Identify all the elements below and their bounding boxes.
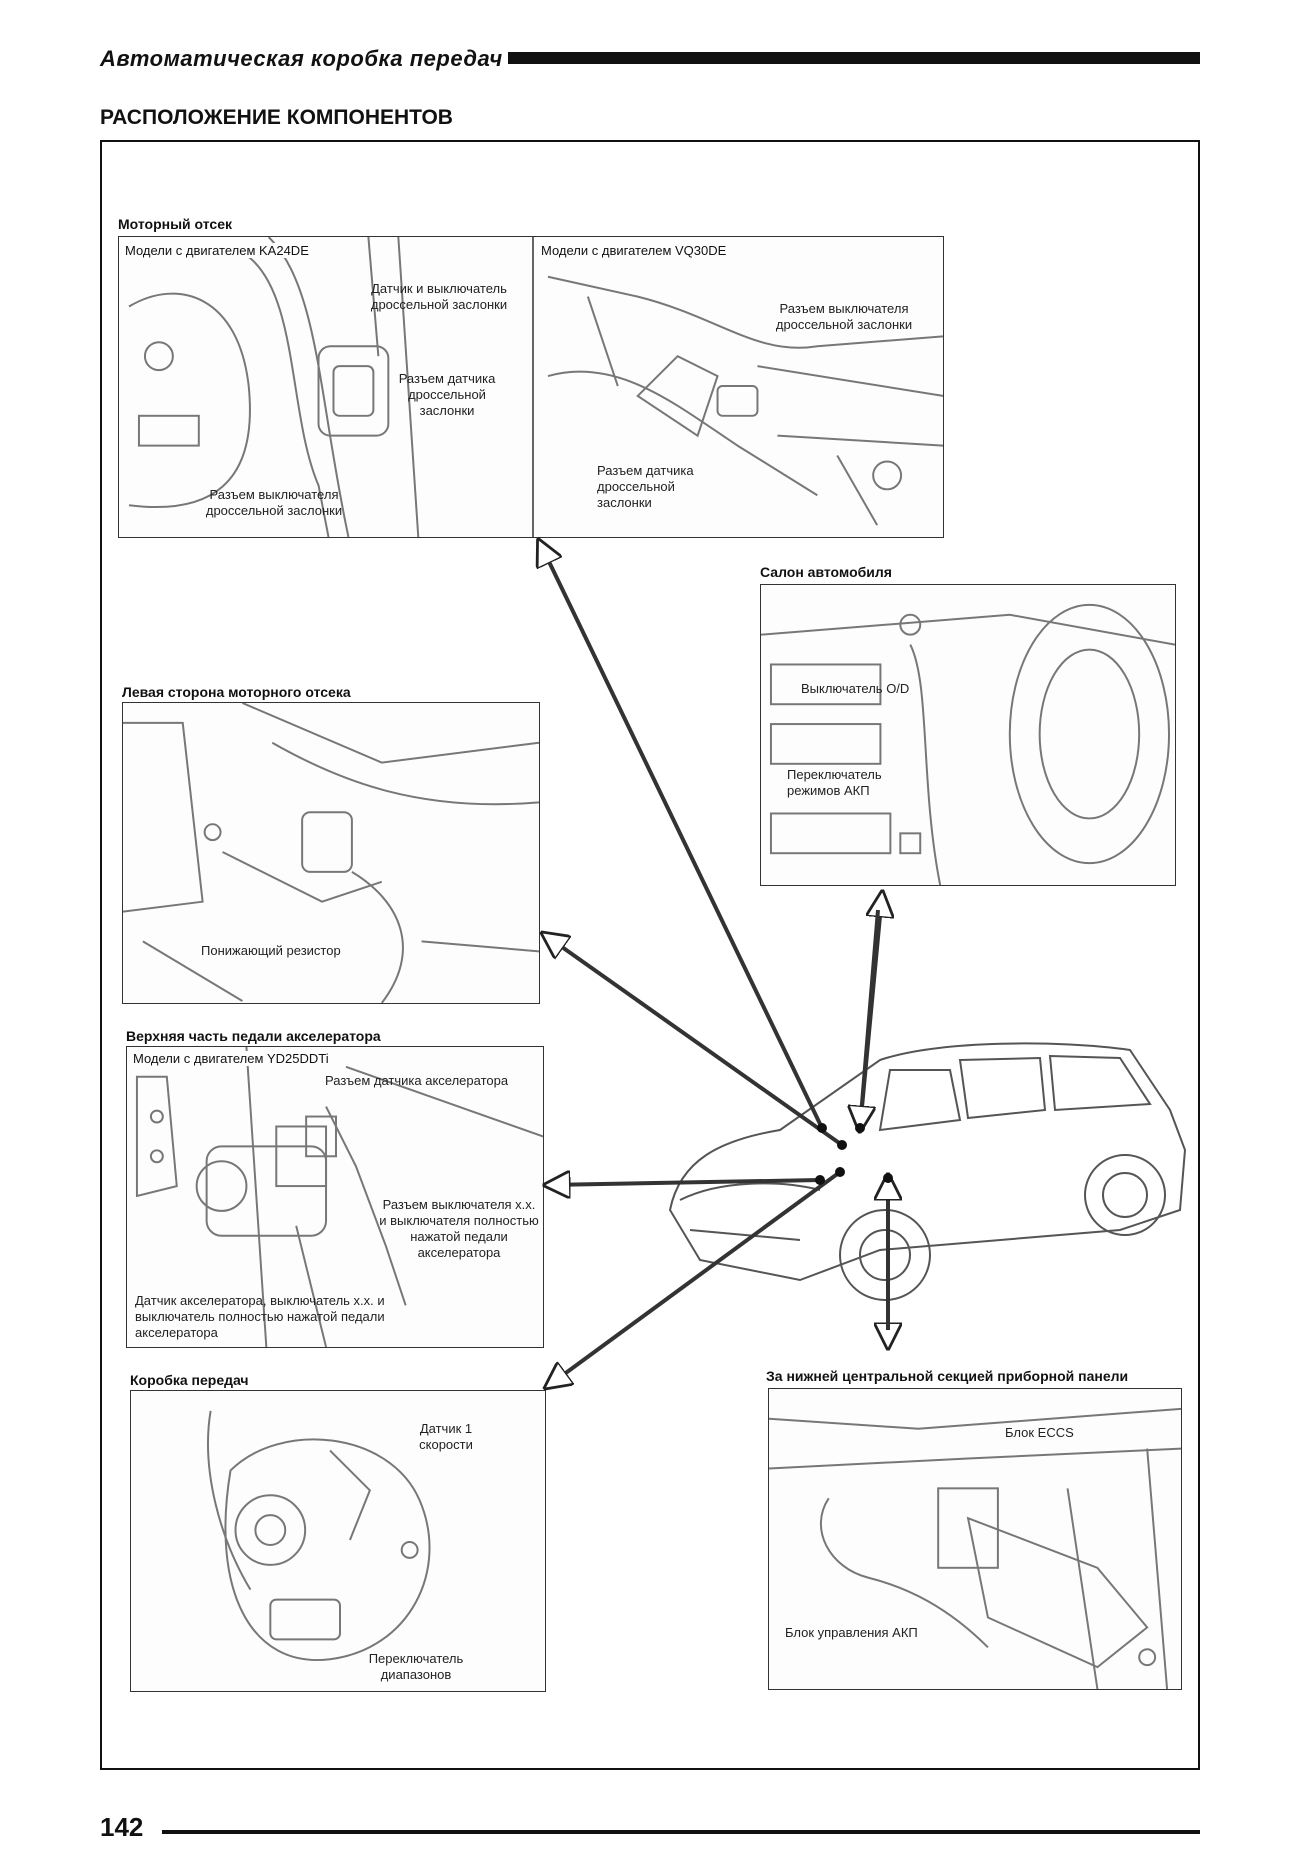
caption-under-panel: За нижней центральной секцией приборной … — [766, 1368, 1129, 1384]
label-dropping-resistor: Понижающий резистор — [201, 943, 341, 958]
header-rule — [508, 52, 1200, 64]
caption-left-engine: Левая сторона моторного отсека — [122, 684, 351, 700]
subtitle-yd25ddti: Модели с двигателем YD25DDTi — [133, 1051, 329, 1066]
cabin-drawing — [761, 603, 1175, 885]
under-panel-drawing — [769, 1407, 1181, 1689]
label-accel-sensor-switches: Датчик акселератора, выключатель х.х. и … — [135, 1293, 385, 1340]
label-at-mode-switch: Переключатель режимов АКП — [787, 767, 882, 798]
running-header-title: Автоматическая коробка передач — [100, 46, 503, 71]
subtitle-vq30de: Модели с двигателем VQ30DE — [541, 243, 727, 258]
engine-bay-drawing — [128, 237, 943, 537]
label-speed-sensor-1: Датчик 1 скорости — [419, 1421, 473, 1452]
caption-engine-bay: Моторный отсек — [118, 216, 233, 232]
footer-rule — [162, 1830, 1200, 1834]
left-engine-drawing — [123, 703, 539, 1003]
label-throttle-sensor-connector: Разъем датчика дроссельной заслонки — [398, 371, 496, 418]
panel-under-panel: Блок ECCS Блок управления АКП — [768, 1388, 1182, 1690]
label-od-switch: Выключатель O/D — [801, 681, 910, 696]
label-eccs-unit: Блок ECCS — [1005, 1425, 1074, 1440]
panel-engine-bay: Модели с двигателем KA24DE Датчик и выкл… — [118, 236, 944, 538]
page-number: 142 — [100, 1812, 144, 1842]
pedal-drawing — [135, 1047, 543, 1347]
label-idle-switch-connector: Разъем выключателя х.х. и выключателя по… — [379, 1197, 539, 1260]
caption-cabin: Салон автомобиля — [760, 564, 892, 580]
section-title: РАСПОЛОЖЕНИЕ КОМПОНЕНТОВ — [100, 106, 453, 129]
panel-pedal: Модели с двигателем YD25DDTi Разъем датч… — [126, 1046, 544, 1348]
gearbox-drawing — [207, 1410, 431, 1662]
panel-gearbox: Датчик 1 скорости Переключатель диапазон… — [130, 1390, 546, 1692]
label-throttle-sensor-switch: Датчик и выключатель дроссельной заслонк… — [370, 281, 508, 312]
subtitle-ka24de: Модели с двигателем KA24DE — [125, 243, 309, 258]
panel-left-engine: Понижающий резистор — [122, 702, 540, 1004]
label-vq-throttle-switch-connector: Разъем выключателя дроссельной заслонки — [775, 301, 913, 332]
label-accel-sensor-connector: Разъем датчика акселератора — [325, 1073, 509, 1088]
caption-gearbox: Коробка передач — [130, 1372, 249, 1388]
caption-pedal: Верхняя часть педали акселератора — [126, 1028, 381, 1044]
label-at-control-unit: Блок управления АКП — [785, 1625, 918, 1640]
figure-frame — [100, 140, 1200, 1770]
label-throttle-switch-connector: Разъем выключателя дроссельной заслонки — [205, 487, 343, 518]
label-vq-throttle-sensor-connector: Разъем датчика дроссельной заслонки — [597, 463, 694, 510]
panel-cabin: Выключатель O/D Переключатель режимов АК… — [760, 584, 1176, 886]
label-range-switch: Переключатель диапазонов — [368, 1651, 464, 1682]
